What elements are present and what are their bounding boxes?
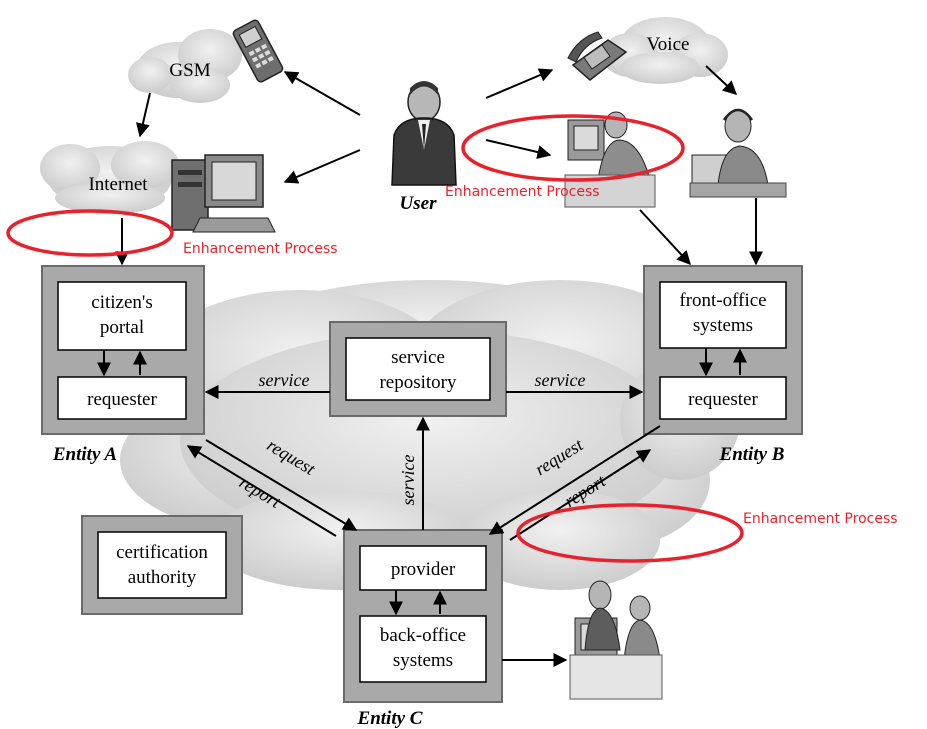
back-office-workers-icon: [569, 580, 663, 700]
entity-c-frame: provider back-office systems: [343, 529, 503, 703]
arrow-report-left: [186, 445, 337, 537]
back-office-line2: systems: [393, 650, 453, 671]
entity-b-label: Entity B: [719, 444, 785, 465]
desktop-computer-icon: [171, 154, 276, 233]
connector-arrows: [97, 65, 763, 667]
back-office-line1: back-office: [380, 625, 466, 646]
service-repository-line1: service: [391, 347, 445, 368]
certification-line2: authority: [128, 567, 197, 588]
entity-b-frame: front-office systems requester: [643, 265, 803, 435]
arrow-user-office: [485, 139, 552, 159]
internet-label: Internet: [88, 174, 148, 195]
desk-phone-icon: [567, 31, 628, 81]
gsm-cloud: GSM: [128, 29, 242, 103]
certification-line1: certification: [116, 542, 208, 563]
enhancement-label-2: Enhancement Process: [445, 184, 600, 200]
arrow-request-left: [205, 439, 358, 531]
arrow-voice-operator: [705, 65, 738, 95]
service-repository-line2: repository: [379, 372, 457, 393]
enhancement-highlights: [6, 114, 744, 563]
requester-b-label: requester: [688, 389, 758, 410]
arrow-gsm-internet: [136, 92, 151, 138]
requester-a-label: requester: [87, 389, 157, 410]
call-center-operator-icon: [689, 108, 787, 198]
user-person-icon: [391, 81, 457, 186]
enhancement-ellipse-3: [516, 503, 744, 563]
provider-label: provider: [391, 559, 456, 580]
mobile-phone-icon: [232, 19, 284, 83]
arrow-user-voice: [485, 68, 554, 99]
enhancement-label-3: Enhancement Process: [743, 511, 898, 527]
enhancement-label-1: Enhancement Process: [183, 241, 338, 257]
service-repository-frame: service repository: [329, 321, 507, 417]
citizens-portal-line2: portal: [100, 317, 144, 338]
enhancement-ellipse-1: [6, 209, 174, 257]
citizens-portal-line1: citizen's: [91, 292, 152, 313]
arrow-office-frontoffice: [639, 209, 691, 266]
edge-service-right: service: [535, 370, 586, 390]
arrow-report-right: [509, 449, 652, 541]
user-label: User: [400, 193, 438, 214]
front-office-line2: systems: [693, 315, 753, 336]
enhancement-ellipse-2: [461, 114, 685, 182]
voice-label: Voice: [647, 34, 690, 55]
certification-authority-frame: certification authority: [81, 515, 243, 615]
edge-service-vertical: service: [398, 455, 418, 506]
arrow-request-right: [488, 425, 661, 535]
front-office-line1: front-office: [679, 290, 766, 311]
entity-a-label: Entity A: [52, 444, 117, 465]
internet-cloud: Internet: [40, 141, 179, 214]
voice-cloud: Voice: [602, 17, 728, 84]
office-worker-icon: [564, 111, 656, 208]
gsm-label: GSM: [169, 60, 210, 81]
arrow-user-internet: [283, 149, 361, 184]
arrow-user-gsm: [283, 71, 361, 116]
entity-c-label: Entity C: [357, 708, 423, 729]
entity-a-frame: citizen's portal requester: [41, 265, 205, 435]
edge-service-left: service: [259, 370, 310, 390]
